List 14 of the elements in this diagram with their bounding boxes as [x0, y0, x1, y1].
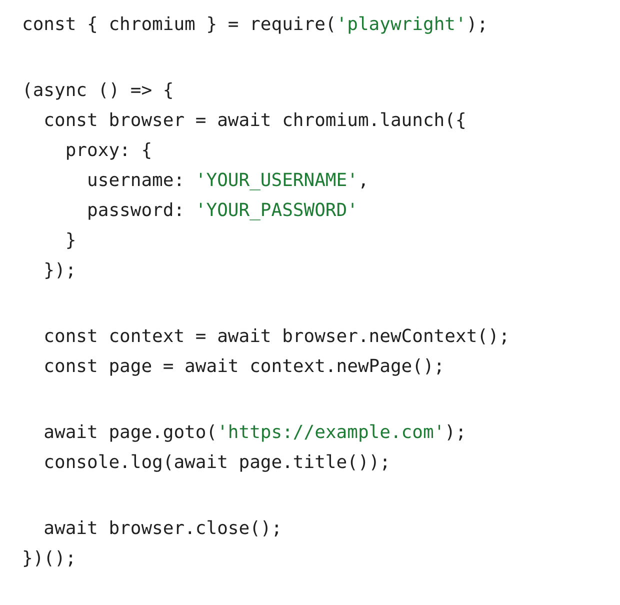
- code-line: username: 'YOUR_USERNAME',: [86, 169, 369, 193]
- code-line: }: [64, 229, 76, 253]
- code-line: console.log(await page.title());: [42, 451, 390, 475]
- code-line: password: 'YOUR_PASSWORD': [86, 199, 358, 223]
- code-line: await browser.close();: [42, 517, 282, 541]
- code-line: (async () => {: [22, 79, 174, 103]
- code-line: })();: [22, 547, 76, 571]
- code-line: const { chromium } = require('playwright');: [22, 13, 488, 37]
- code-line: });: [42, 259, 76, 283]
- code-line: const context = await browser.newContext();: [42, 325, 510, 349]
- code-line: const browser = await chromium.launch({: [42, 109, 466, 133]
- code-line: const page = await context.newPage();: [42, 355, 445, 379]
- code-line: await page.goto('https://example.com');: [42, 421, 466, 445]
- code-line: proxy: {: [64, 139, 152, 163]
